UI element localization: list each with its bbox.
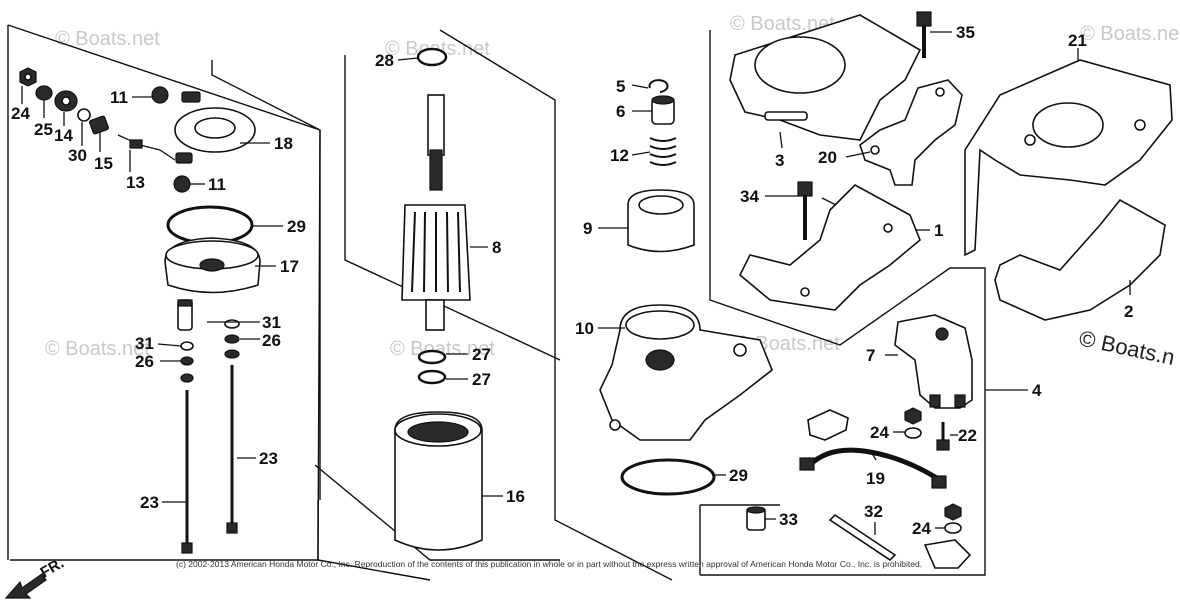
washer-part-30 xyxy=(77,108,91,122)
watermark-text: © Boats.net xyxy=(55,28,160,50)
callout-25: 25 xyxy=(34,120,53,139)
callout-35: 35 xyxy=(956,23,975,42)
front-housing-part-10 xyxy=(599,304,773,441)
yoke-part-16 xyxy=(394,411,483,551)
rear-cover-group xyxy=(19,67,261,554)
washer-part-28 xyxy=(416,47,448,67)
watermark-text: © Boats.net xyxy=(730,13,835,35)
callout-31: 31 xyxy=(135,334,154,353)
spring-part-11 xyxy=(173,175,191,193)
callout-18: 18 xyxy=(274,134,293,153)
watermark-text: © Boats.net xyxy=(390,338,495,360)
drive-group xyxy=(599,79,773,531)
callout-15: 15 xyxy=(94,154,113,173)
callout-labels: 24 25 14 30 15 11 18 13 11 29 17 31 31 2… xyxy=(11,23,1133,538)
callout-29: 29 xyxy=(729,466,748,485)
callout-23: 23 xyxy=(140,493,159,512)
solenoid-part-7 xyxy=(894,314,973,409)
bracket-part-1 xyxy=(739,184,921,311)
o-ring-part-29 xyxy=(620,458,716,496)
callout-20: 20 xyxy=(818,148,837,167)
callout-21: 21 xyxy=(1068,31,1087,50)
leader-lines xyxy=(21,31,1131,535)
callout-34: 34 xyxy=(740,187,759,206)
bracket-group xyxy=(729,11,1173,569)
callout-32: 32 xyxy=(864,502,883,521)
callout-10: 10 xyxy=(575,319,594,338)
callout-12: 12 xyxy=(610,146,629,165)
callout-5: 5 xyxy=(616,77,625,96)
callout-11: 11 xyxy=(110,88,128,107)
bracket-part-2 xyxy=(994,198,1166,321)
spring-part-11 xyxy=(151,86,169,104)
callout-1: 1 xyxy=(934,221,943,240)
armature-group xyxy=(394,47,483,551)
callout-8: 8 xyxy=(492,238,501,257)
bracket-part-20 xyxy=(859,79,963,186)
callout-27: 27 xyxy=(472,345,491,364)
callout-28: 28 xyxy=(375,51,394,70)
callout-13: 13 xyxy=(126,173,145,192)
callout-4: 4 xyxy=(1032,381,1042,400)
callout-29: 29 xyxy=(287,217,306,236)
callout-3: 3 xyxy=(775,151,784,170)
callout-17: 17 xyxy=(280,257,299,276)
callout-14: 14 xyxy=(54,126,73,145)
callout-2: 2 xyxy=(1124,302,1133,321)
washer-part-25 xyxy=(35,85,53,101)
terminal-part-13 xyxy=(117,134,176,161)
callout-31: 31 xyxy=(262,313,281,332)
strap-part-32 xyxy=(828,513,897,562)
snap-ring-part-5 xyxy=(648,79,669,93)
spring-part-12 xyxy=(649,137,677,166)
bracket-part-21 xyxy=(964,59,1173,257)
callout-26: 26 xyxy=(135,352,154,371)
callout-26: 26 xyxy=(262,331,281,350)
watermark-large-text: © Boats.n xyxy=(1077,325,1177,370)
callout-22: 22 xyxy=(958,426,977,445)
washer-part-27 xyxy=(417,369,447,385)
callout-30: 30 xyxy=(68,146,87,165)
copyright-notice: (c) 2002-2013 American Honda Motor Co., … xyxy=(176,559,922,569)
callout-27: 27 xyxy=(472,370,491,389)
washer-part-27 xyxy=(417,349,447,365)
boot-part xyxy=(923,539,972,569)
callout-24: 24 xyxy=(912,519,931,538)
front-direction-arrow: FR. xyxy=(4,555,67,599)
watermark-text: © Boats.net xyxy=(1080,23,1180,45)
assembly-frame-lines xyxy=(7,24,986,581)
callout-19: 19 xyxy=(866,469,885,488)
callout-23: 23 xyxy=(259,449,278,468)
callout-7: 7 xyxy=(866,346,875,365)
callout-33: 33 xyxy=(779,510,798,529)
nut-part-15 xyxy=(89,115,109,135)
callout-16: 16 xyxy=(506,487,525,506)
callout-11: 11 xyxy=(208,175,226,194)
callout-6: 6 xyxy=(616,102,625,121)
arrow-icon xyxy=(4,573,47,599)
armature-shaft xyxy=(427,94,445,156)
callout-9: 9 xyxy=(583,219,592,238)
callout-24: 24 xyxy=(11,104,30,123)
cable-part-19 xyxy=(808,447,942,483)
callout-24: 24 xyxy=(870,423,889,442)
cap-part-boot xyxy=(807,409,849,441)
watermark-text: © Boats.net xyxy=(45,338,150,360)
